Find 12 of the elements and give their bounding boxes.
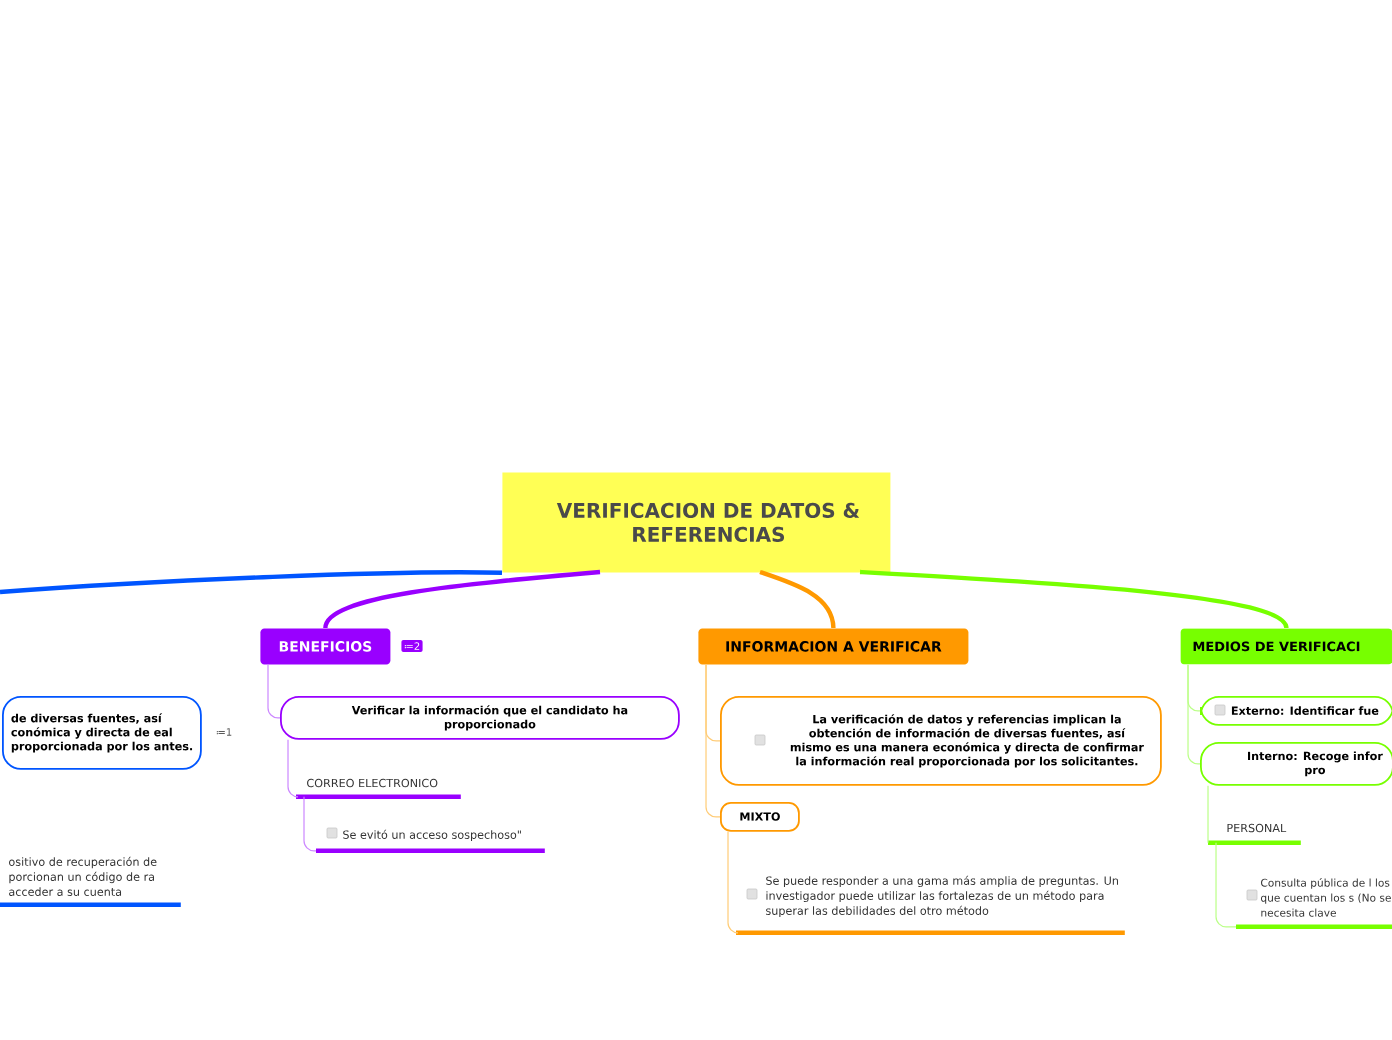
connector [1207, 785, 1209, 844]
connector [859, 569, 1289, 630]
connector [323, 569, 601, 629]
connector [705, 664, 721, 818]
connector [759, 569, 836, 629]
connector [727, 831, 739, 934]
central-topic: VERIFICACION DE DATOS & REFERENCIAS [502, 472, 891, 573]
connector [303, 796, 317, 852]
connector [1187, 664, 1201, 765]
connector [0, 570, 503, 595]
connector [267, 664, 281, 719]
connector [287, 739, 299, 798]
